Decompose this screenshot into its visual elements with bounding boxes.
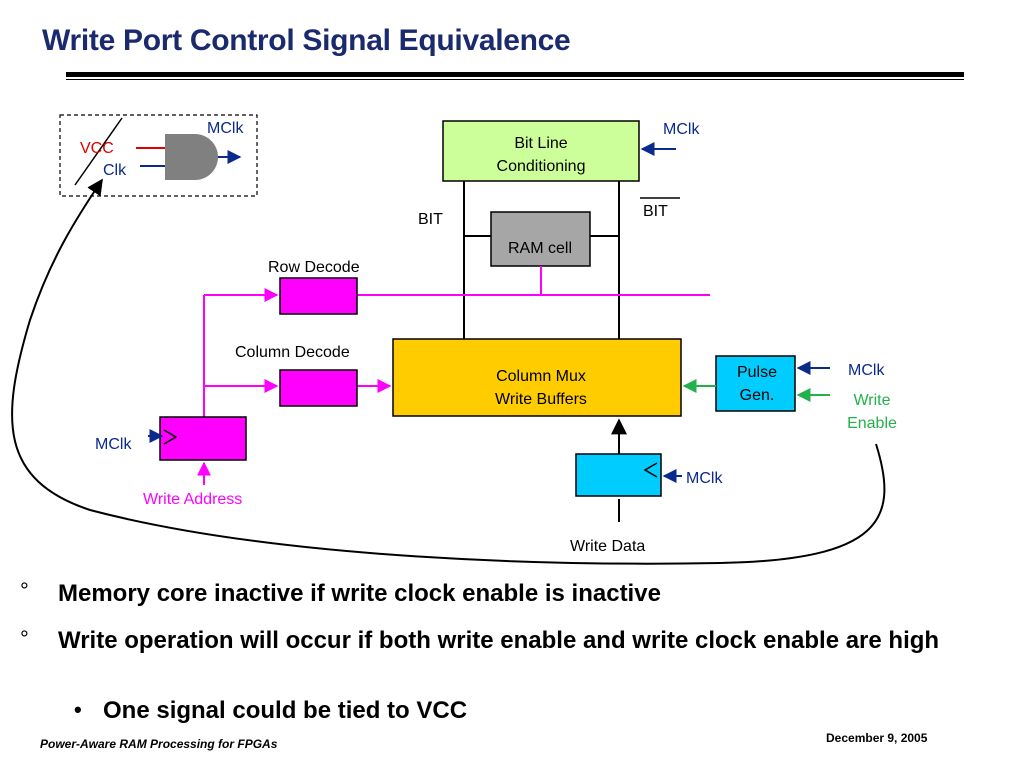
column-decode-block bbox=[279, 369, 358, 407]
inset-box bbox=[59, 114, 258, 197]
column-mux-block bbox=[392, 338, 682, 417]
column-decode-label: Column Decode bbox=[235, 344, 350, 361]
feedback-curve bbox=[11, 178, 886, 565]
pulse-gen-line1: Pulse bbox=[737, 364, 777, 381]
bit-line-conditioning-line2: Conditioning bbox=[497, 158, 586, 175]
bit-label: BIT bbox=[418, 211, 443, 228]
row-decode-block bbox=[279, 277, 358, 315]
column-mux-line2: Write Buffers bbox=[495, 391, 587, 408]
title-rule-thick bbox=[66, 72, 964, 77]
footer-date: December 9, 2005 bbox=[826, 731, 928, 745]
pulse-gen-block bbox=[715, 355, 796, 412]
inset-vcc-label: VCC bbox=[80, 140, 114, 157]
write-address-label: Write Address bbox=[143, 491, 242, 508]
data-register-block bbox=[575, 453, 662, 497]
ram-cell-label: RAM cell bbox=[508, 240, 572, 257]
inset-mclk-label: MClk bbox=[207, 120, 244, 137]
slide-title: Write Port Control Signal Equivalence bbox=[42, 24, 571, 57]
pulse-gen-line2: Gen. bbox=[740, 387, 775, 404]
write-enable-line2: Enable bbox=[847, 415, 897, 432]
column-mux-line1: Column Mux bbox=[496, 368, 586, 385]
inset-clk-label: Clk bbox=[103, 162, 127, 179]
data-mclk-label: MClk bbox=[686, 470, 723, 487]
write-enable-line1: Write bbox=[853, 392, 890, 409]
and-gate-icon bbox=[165, 134, 218, 180]
write-data-label: Write Data bbox=[570, 538, 645, 555]
row-decode-label: Row Decode bbox=[268, 259, 360, 276]
data-clock-icon bbox=[643, 462, 658, 478]
inset-slash bbox=[74, 117, 123, 186]
bitline-mclk-label: MClk bbox=[663, 121, 700, 138]
pulse-mclk-label: MClk bbox=[848, 362, 885, 379]
ram-cell-block bbox=[490, 211, 591, 267]
address-clock-icon bbox=[163, 429, 178, 445]
footer-title: Power-Aware RAM Processing for FPGAs bbox=[40, 737, 278, 751]
bit-line-conditioning-block bbox=[442, 120, 640, 182]
title-rule-thin bbox=[66, 79, 964, 80]
bit-line-conditioning-line1: Bit Line bbox=[514, 135, 567, 152]
address-mclk-label: MClk bbox=[95, 436, 132, 453]
bit-bar-label: BIT bbox=[643, 203, 668, 220]
